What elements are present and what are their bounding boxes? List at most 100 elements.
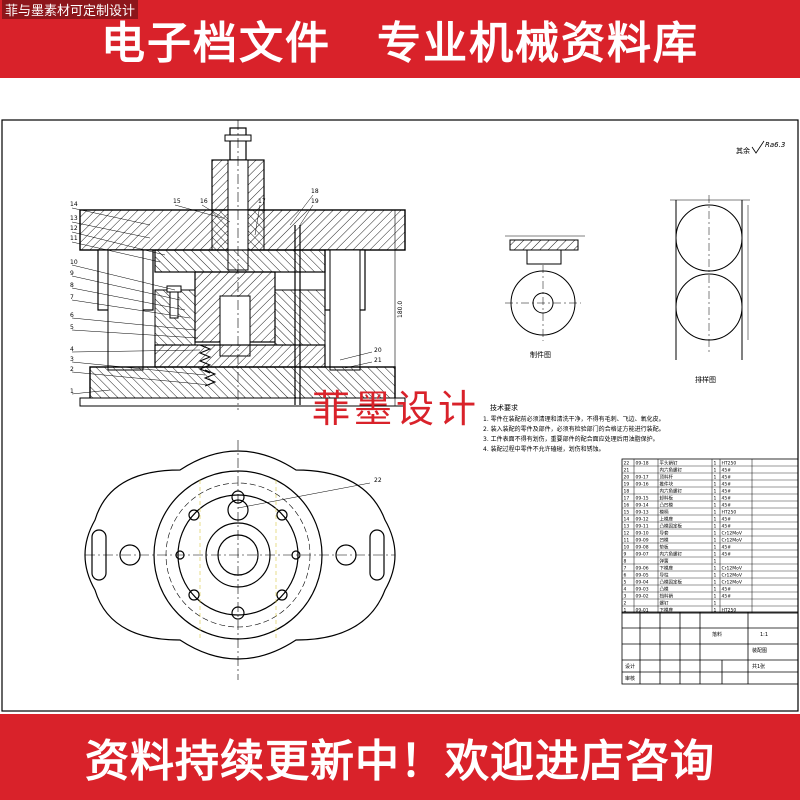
bom-cell: 1 bbox=[714, 467, 717, 473]
bom-cell: 1 bbox=[714, 593, 717, 599]
bom-cell: 19 bbox=[624, 481, 630, 487]
bom-cell: 09-12 bbox=[636, 516, 649, 522]
callout-17: 17 bbox=[258, 198, 266, 205]
bom-cell: 09-11 bbox=[636, 523, 649, 529]
bom-cell: 1 bbox=[714, 558, 717, 564]
bom-cell: 内六角螺钉 bbox=[660, 550, 683, 557]
bom-cell: 凹模 bbox=[660, 536, 669, 543]
drawing-frame bbox=[1, 119, 799, 712]
bom-cell: 1 bbox=[624, 607, 627, 613]
banner-right-title: 专业机械资料库 bbox=[377, 18, 699, 69]
plan-view bbox=[84, 440, 396, 680]
callout-14: 14 bbox=[70, 201, 78, 208]
bom-cell: 45# bbox=[722, 551, 732, 557]
bom-cell: 1 bbox=[714, 565, 717, 571]
tech-line-3: 3. 工件表面不得有划伤，重要部件的配合面应处理后用油脂保护。 bbox=[483, 435, 659, 443]
bom-cell: 18 bbox=[624, 488, 630, 494]
title-scale: 1:1 bbox=[760, 632, 768, 638]
bom-cell: 09-18 bbox=[636, 460, 649, 466]
bom-cell: 2 bbox=[624, 600, 627, 606]
callout-4: 4 bbox=[70, 346, 74, 353]
bom-cell: 22 bbox=[624, 460, 630, 466]
section-view: 180.0 14 13 12 11 10 9 8 7 bbox=[70, 120, 406, 410]
bom-cell: 12 bbox=[624, 530, 630, 536]
bom-cell: 09-02 bbox=[636, 593, 649, 599]
bom-cell: 09-08 bbox=[636, 544, 649, 550]
footer-slogan: 资料持续更新中！欢迎进店咨询 bbox=[85, 736, 715, 787]
bom-cell: 45# bbox=[722, 474, 732, 480]
bom-cell: 1 bbox=[714, 607, 717, 613]
bottom-banner: 资料持续更新中！欢迎进店咨询 bbox=[0, 714, 800, 800]
bom-cell: 凸模 bbox=[660, 585, 669, 592]
tech-line-1: 1. 零件在装配前必须清理和清洗干净，不得有毛刺、飞边、氧化皮。 bbox=[483, 415, 665, 423]
callout-8: 8 bbox=[70, 282, 74, 289]
bom-cell: 顶料杆 bbox=[660, 473, 674, 480]
tech-line-2: 2. 装入装配的零件及部件，必须有检验部门的合格证方能进行装配。 bbox=[483, 425, 665, 433]
part-view bbox=[505, 235, 585, 341]
part-view-label: 制件图 bbox=[530, 350, 551, 359]
callout-13: 13 bbox=[70, 215, 78, 222]
bom-cell: 09-17 bbox=[636, 474, 649, 480]
bom-cell: 45# bbox=[722, 467, 732, 473]
bom-cell: Cr12MoV bbox=[722, 565, 743, 571]
bom-cell: 弹簧 bbox=[660, 557, 669, 564]
bom-cell: 1 bbox=[714, 572, 717, 578]
bom-cell: 导套 bbox=[660, 529, 669, 536]
tech-line-4: 4. 装配过程中零件不允许磕碰，划伤和锈蚀。 bbox=[483, 445, 605, 453]
bom-cell: 09-07 bbox=[636, 551, 649, 557]
bom-cell: 13 bbox=[624, 523, 630, 529]
bom-cell: 1 bbox=[714, 460, 717, 466]
bom-cell: 1 bbox=[714, 544, 717, 550]
bom-cell: 1 bbox=[714, 502, 717, 508]
bom-cell: 09-01 bbox=[636, 607, 649, 613]
bom-cell: 1 bbox=[714, 481, 717, 487]
bom-cell: 1 bbox=[714, 530, 717, 536]
top-banner: 电子档文件 专业机械资料库 bbox=[0, 0, 800, 78]
bom-cell: 1 bbox=[714, 600, 717, 606]
bom-cell: 45# bbox=[722, 523, 732, 529]
layout-view-label: 排样图 bbox=[695, 375, 716, 384]
bom-cell: 45# bbox=[722, 593, 732, 599]
callout-5: 5 bbox=[70, 324, 74, 331]
callout-10: 10 bbox=[70, 259, 78, 266]
callout-2: 2 bbox=[70, 366, 74, 373]
bom-cell: 1 bbox=[714, 509, 717, 515]
bom-cell: 下模座 bbox=[660, 606, 674, 613]
bom-cell: 14 bbox=[624, 516, 630, 522]
bom-cell: 09-04 bbox=[636, 579, 649, 585]
tech-title: 技术要求 bbox=[490, 403, 518, 412]
bom-cell: 09-13 bbox=[636, 509, 649, 515]
bom-cell: 45# bbox=[722, 502, 732, 508]
bom-cell: 凸模固定板 bbox=[660, 578, 683, 585]
title-material: 落料 bbox=[712, 631, 722, 638]
bom-cell: 09-16 bbox=[636, 481, 649, 487]
bom-cell: 20 bbox=[624, 474, 630, 480]
title-block bbox=[621, 611, 799, 685]
bom-cell: 17 bbox=[624, 495, 630, 501]
bom-cell: 推件块 bbox=[660, 480, 674, 487]
bom-cell: 11 bbox=[624, 537, 630, 543]
bom-cell: 15 bbox=[624, 509, 630, 515]
bom-cell: 09-09 bbox=[636, 537, 649, 543]
bom-cell: 6 bbox=[624, 572, 627, 578]
callout-22: 22 bbox=[374, 477, 382, 484]
bom-cell: 8 bbox=[624, 558, 627, 564]
bom-cell: 45# bbox=[722, 495, 732, 501]
callout-19: 19 bbox=[311, 198, 319, 205]
drawing-canvas: 其余 Ra6.3 bbox=[1, 119, 799, 712]
roughness-value: Ra6.3 bbox=[765, 141, 785, 149]
bom-cell: 45# bbox=[722, 586, 732, 592]
bom-cell: 5 bbox=[624, 579, 627, 585]
title-drawing-name: 装配图 bbox=[752, 647, 767, 654]
bom-cell: 1 bbox=[714, 488, 717, 494]
brand-watermark: 菲墨设计 bbox=[312, 387, 481, 431]
title-checker: 审核 bbox=[625, 675, 635, 682]
title-sheet: 共1张 bbox=[752, 663, 765, 670]
bom-cell: 1 bbox=[714, 537, 717, 543]
bom-cell: 内六角螺钉 bbox=[660, 487, 683, 494]
bom-cell: 上模座 bbox=[660, 515, 674, 522]
bom-cell: 1 bbox=[714, 551, 717, 557]
bom-cell: 卸料板 bbox=[660, 494, 674, 501]
bom-cell: 09-14 bbox=[636, 502, 649, 508]
